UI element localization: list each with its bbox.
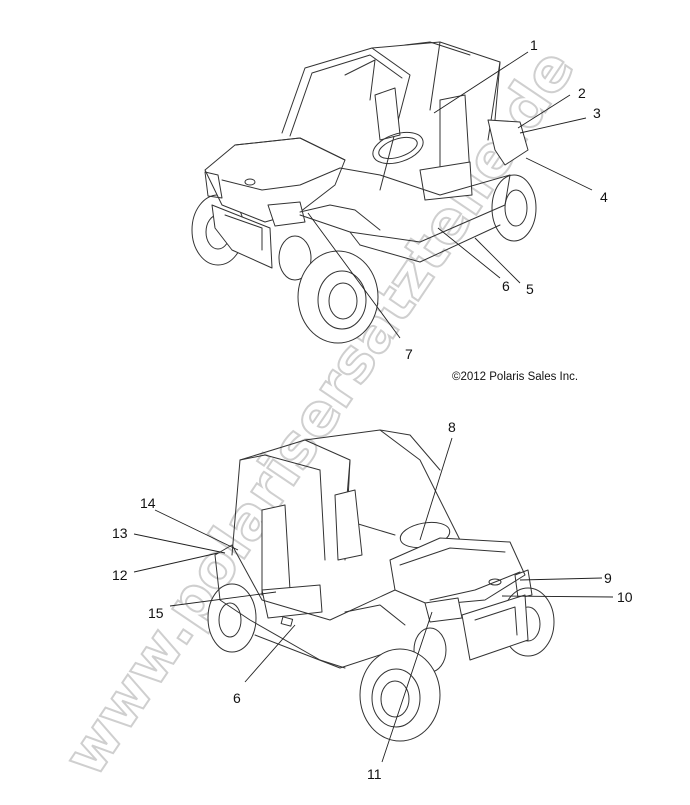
- vehicle-bottom-illustration: [207, 429, 555, 742]
- callout-7: 7: [405, 346, 413, 362]
- callout-10: 10: [617, 589, 633, 605]
- callout-8: 8: [448, 419, 456, 435]
- callout-1: 1: [530, 37, 538, 53]
- callout-9: 9: [604, 570, 612, 586]
- callout-11: 11: [367, 766, 382, 782]
- vehicle-top-illustration: [191, 41, 537, 344]
- callout-12: 12: [112, 567, 128, 583]
- callout-4: 4: [600, 189, 608, 205]
- leader-lines-top: [307, 51, 593, 339]
- callout-13: 13: [112, 525, 128, 541]
- callout-2: 2: [578, 85, 586, 101]
- callout-6-bottom: 6: [233, 690, 241, 706]
- callout-3: 3: [593, 105, 601, 121]
- callout-15: 15: [148, 605, 164, 621]
- leader-lines-bottom: [133, 437, 614, 763]
- copyright-notice: ©2012 Polaris Sales Inc.: [452, 371, 578, 383]
- callout-14: 14: [140, 495, 156, 511]
- callout-6: 6: [502, 278, 510, 294]
- callout-5: 5: [526, 281, 534, 297]
